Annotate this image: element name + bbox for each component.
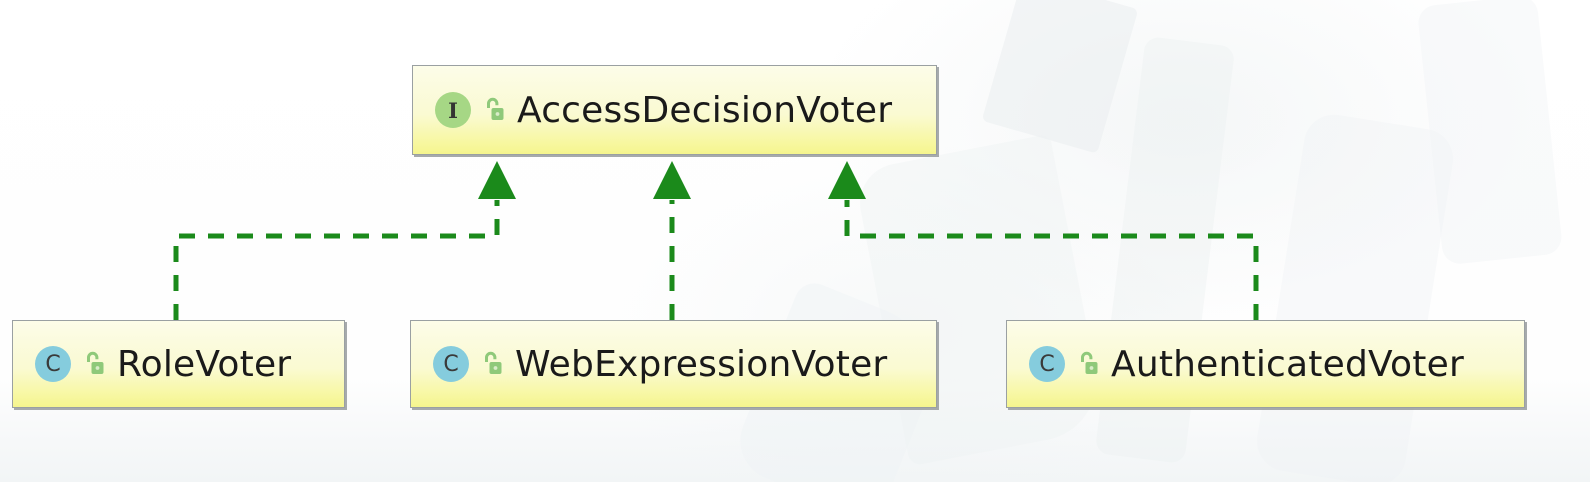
background-watermark-shape [1416,0,1564,266]
background-watermark-shape [981,0,1139,154]
background-watermark-shape [853,133,1107,467]
open-lock-icon [87,351,104,374]
class-badge-icon: C [1029,346,1065,382]
uml-node-role-voter[interactable]: C RoleVoter [12,320,345,408]
uml-node-authenticated-voter[interactable]: C AuthenticatedVoter [1006,320,1525,408]
uml-node-label: RoleVoter [117,343,292,385]
edge-authenticated-voter-implements [828,161,1259,320]
open-lock-icon [487,97,504,120]
node-content: C AuthenticatedVoter [1029,344,1464,385]
open-lock-icon [1081,351,1098,374]
node-content: C WebExpressionVoter [433,344,887,385]
edge-web-expression-voter-implements [653,161,691,320]
uml-node-label: AuthenticatedVoter [1111,343,1464,385]
open-lock-icon [485,351,502,374]
class-badge-icon: C [35,346,71,382]
uml-node-label: AccessDecisionVoter [517,89,893,131]
interface-badge-icon: I [435,92,471,128]
uml-node-label: WebExpressionVoter [515,343,888,385]
class-badge-icon: C [433,346,469,382]
node-content: I AccessDecisionVoter [435,90,892,131]
uml-node-access-decision-voter[interactable]: I AccessDecisionVoter [412,65,937,155]
uml-node-web-expression-voter[interactable]: C WebExpressionVoter [410,320,937,408]
node-content: C RoleVoter [35,344,291,385]
background-watermark-shape [1252,110,1458,482]
edge-role-voter-implements [173,161,516,320]
